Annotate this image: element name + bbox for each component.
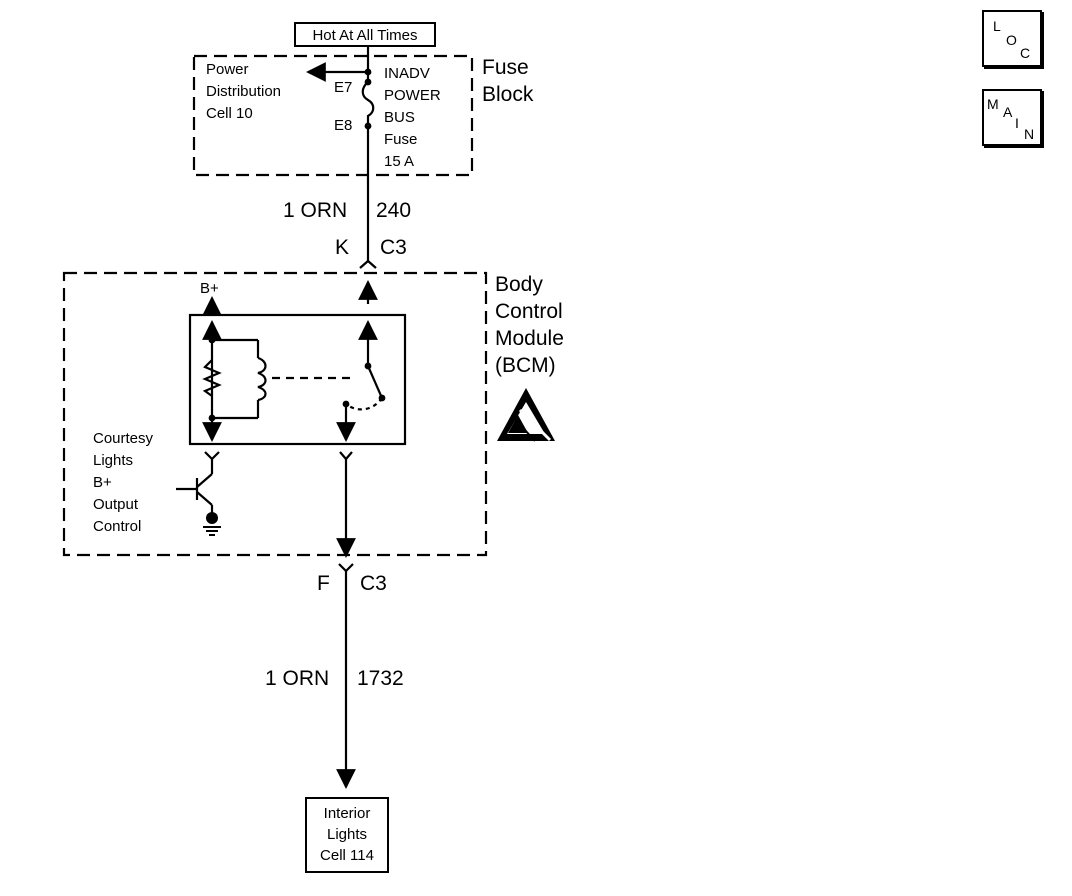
transistor-emitter xyxy=(196,491,213,506)
bcm-title-line-4: (BCM) xyxy=(495,354,556,377)
courtesy-line-1: Courtesy xyxy=(93,430,154,447)
power-distribution-reference[interactable]: Power Distribution Cell 10 xyxy=(206,59,281,125)
bcm-title-line-3: Module xyxy=(495,327,564,350)
resistor xyxy=(202,359,222,397)
loc-letter-1: L xyxy=(993,18,1001,34)
main-letter-1: M xyxy=(987,96,999,112)
terminal-e7: E7 xyxy=(334,79,353,96)
courtesy-line-5: Control xyxy=(93,518,142,535)
loc-button[interactable]: L O C xyxy=(982,10,1042,67)
loc-letter-2: O xyxy=(1006,32,1017,48)
courtesy-lights-label: Courtesy Lights B+ Output Control xyxy=(93,428,153,538)
fuse-line-4: Fuse xyxy=(384,131,418,148)
destination-line-2: Lights xyxy=(326,826,368,843)
courtesy-line-2: Lights xyxy=(93,452,134,469)
relay-coil xyxy=(257,356,267,402)
connector-top-id: C3 xyxy=(380,236,407,259)
bcm-title-line-1: Body xyxy=(495,273,543,296)
fuse-line-3: BUS xyxy=(384,109,415,126)
courtesy-connector xyxy=(204,451,220,461)
fuse-block-title-line-1: Fuse xyxy=(482,56,529,79)
pdc-line-2: Distribution xyxy=(206,83,282,100)
relay-switch-arm xyxy=(366,365,384,399)
main-letter-2: A xyxy=(1003,104,1013,120)
pdc-line-3: Cell 10 xyxy=(206,105,253,122)
hot-label: Hot At All Times xyxy=(312,27,418,44)
relay-switch-arc xyxy=(345,397,383,411)
destination-line-1: Interior xyxy=(323,805,371,822)
destination-line-3: Cell 114 xyxy=(320,847,374,864)
interior-lights-reference[interactable]: Interior Lights Cell 114 xyxy=(305,797,389,873)
fuse-description: INADV POWER BUS Fuse 15 A xyxy=(384,63,441,173)
courtesy-line-4: Output xyxy=(93,496,139,513)
fuse-line-1: INADV xyxy=(384,65,430,82)
terminal-e8: E8 xyxy=(334,117,353,134)
fuse-block-title-line-2: Block xyxy=(482,83,534,106)
bplus-label: B+ xyxy=(200,280,219,297)
fuse-block-title: Fuse Block xyxy=(482,54,533,108)
main-letter-4: N xyxy=(1024,126,1035,142)
bcm-title: Body Control Module (BCM) xyxy=(495,271,564,379)
ground-icon xyxy=(203,512,221,536)
wire-1732-circuit: 1732 xyxy=(357,667,404,690)
courtesy-line-3: B+ xyxy=(93,474,112,491)
fuse-line-5: 15 A xyxy=(384,153,415,170)
fuse-element xyxy=(361,72,375,126)
hot-at-all-times-box: Hot At All Times xyxy=(294,22,436,47)
connector-f-c3 xyxy=(338,563,354,573)
bcm-output-connector xyxy=(339,451,353,461)
main-button[interactable]: M A I N xyxy=(982,89,1042,146)
fuse-line-2: POWER xyxy=(384,87,441,104)
wire-240-circuit: 240 xyxy=(376,199,412,222)
connector-top-pin: K xyxy=(335,236,350,259)
main-letter-3: I xyxy=(1015,115,1019,131)
wire-1732-gauge-color: 1 ORN xyxy=(265,667,330,690)
pdc-line-1: Power xyxy=(206,61,249,78)
transistor-collector xyxy=(196,473,213,488)
relay-box xyxy=(188,313,407,446)
esd-sensitive-icon xyxy=(497,388,555,442)
loc-letter-3: C xyxy=(1020,45,1031,61)
bcm-title-line-2: Control xyxy=(495,300,563,323)
wire-240-gauge-color: 1 ORN xyxy=(283,199,348,222)
connector-bottom-id: C3 xyxy=(360,572,387,595)
connector-bottom-pin: F xyxy=(317,572,330,595)
connector-k-c3 xyxy=(359,259,377,269)
bcm-boundary xyxy=(62,271,488,557)
